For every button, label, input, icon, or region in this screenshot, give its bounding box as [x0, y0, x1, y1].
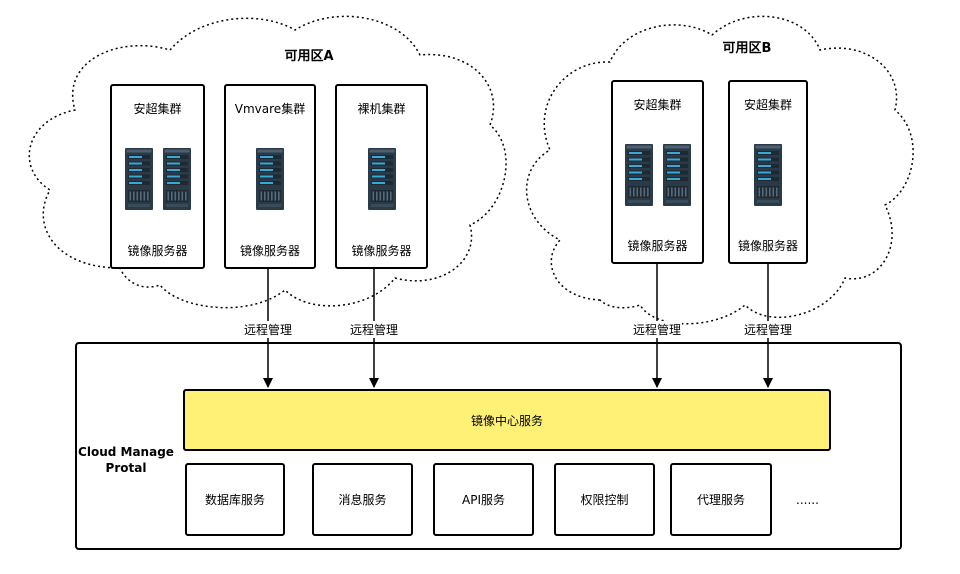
cluster-title: 安超集群	[743, 98, 792, 112]
cluster-title: Vmvare集群	[234, 102, 306, 116]
server-group	[730, 144, 806, 206]
zone-b-label: 可用区B	[722, 41, 772, 56]
cluster-footer: 镜像服务器	[737, 239, 798, 253]
cluster-title: 安超集群	[633, 98, 682, 112]
image-center-service: 镜像中心服务	[183, 389, 831, 451]
service-label: 消息服务	[338, 493, 387, 507]
portal-container	[75, 342, 902, 550]
server-rack-icon	[162, 148, 191, 210]
server-rack-icon	[124, 148, 153, 210]
portal-label-line: Protal	[105, 461, 147, 475]
server-rack-svg	[624, 144, 653, 206]
portal-label-line: Cloud Manage	[78, 445, 174, 459]
cloud-icon	[525, 15, 914, 325]
server-rack-svg	[162, 148, 191, 210]
server-rack-icon	[367, 148, 396, 210]
server-rack-svg	[256, 148, 284, 210]
cluster-title: 安超集群	[133, 102, 182, 116]
cluster-box: 安超集群 镜像服务器	[110, 84, 205, 269]
service-box-proxy: 代理服务	[670, 463, 772, 536]
portal-label: Cloud Manage Protal	[72, 444, 180, 476]
cloud-icon	[28, 15, 507, 309]
service-box-api: API服务	[433, 463, 534, 536]
server-rack-icon	[754, 144, 782, 206]
service-box-database: 数据库服务	[185, 463, 285, 536]
more-services-ellipsis: ......	[796, 493, 819, 507]
service-label: 代理服务	[696, 493, 745, 507]
service-label: 权限控制	[580, 493, 629, 507]
image-center-service-label: 镜像中心服务	[470, 413, 543, 428]
server-rack-icon	[256, 148, 284, 210]
remote-management-label: 远程管理	[631, 321, 683, 338]
server-group	[226, 148, 314, 210]
cluster-box: 安超集群 镜像服务器	[728, 80, 808, 264]
cluster-footer: 镜像服务器	[351, 244, 412, 258]
server-group	[337, 148, 426, 210]
server-rack-icon	[662, 144, 691, 206]
server-rack-icon	[624, 144, 653, 206]
cluster-box: 安超集群 镜像服务器	[611, 80, 704, 264]
remote-management-label: 远程管理	[742, 321, 794, 338]
server-rack-svg	[662, 144, 691, 206]
remote-management-label: 远程管理	[348, 321, 400, 338]
server-rack-svg	[367, 148, 396, 210]
cluster-box: Vmvare集群 镜像服务器	[224, 84, 316, 269]
server-rack-svg	[124, 148, 153, 210]
cluster-footer: 镜像服务器	[627, 239, 688, 253]
server-group	[613, 144, 702, 206]
service-label: API服务	[462, 493, 505, 507]
service-box-permission: 权限控制	[554, 463, 655, 536]
server-group	[112, 148, 203, 210]
cluster-box: 裸机集群 镜像服务器	[335, 84, 428, 269]
service-label: 数据库服务	[204, 493, 265, 507]
cluster-title: 裸机集群	[357, 102, 406, 116]
remote-management-label: 远程管理	[242, 321, 294, 338]
cluster-footer: 镜像服务器	[127, 244, 188, 258]
cluster-footer: 镜像服务器	[239, 244, 300, 258]
zone-a-label: 可用区A	[284, 49, 334, 64]
service-box-message: 消息服务	[312, 463, 413, 536]
server-rack-svg	[754, 144, 782, 206]
